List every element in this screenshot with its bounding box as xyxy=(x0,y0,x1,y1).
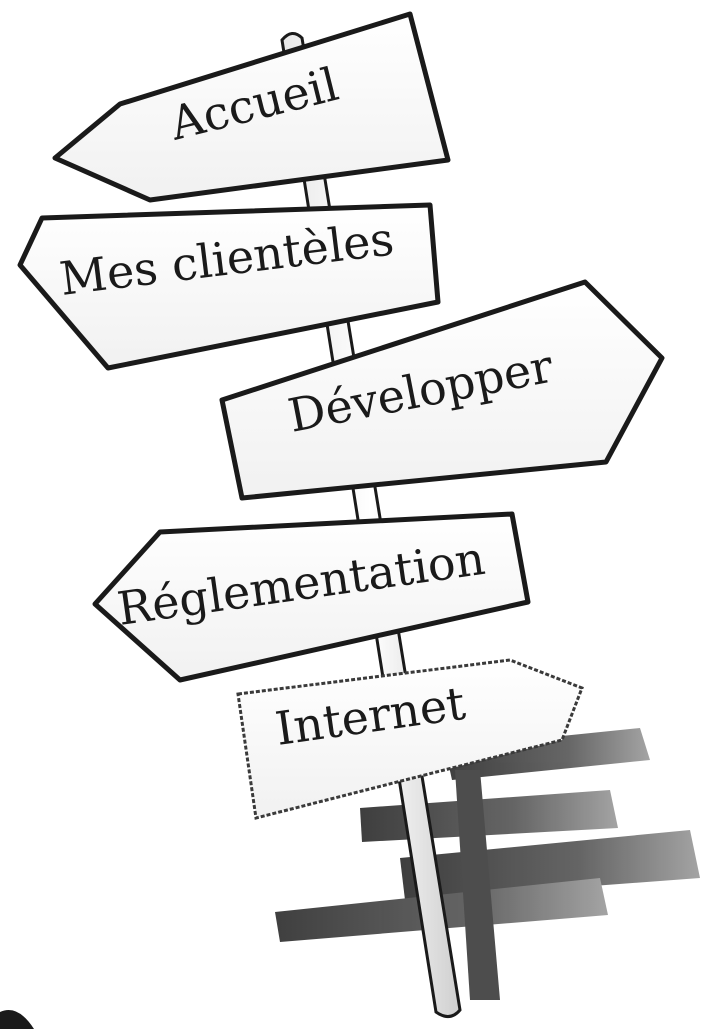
shadow-board-2 xyxy=(360,790,618,842)
sign-mes-clienteles[interactable]: Mes clientèles xyxy=(17,202,441,371)
sign-developper[interactable]: Développer xyxy=(219,279,665,501)
sign-accueil[interactable]: Accueil xyxy=(52,11,451,203)
shadow-pole xyxy=(455,770,500,1000)
sign-reglementation[interactable]: Réglementation xyxy=(92,511,531,683)
sign-internet-board xyxy=(236,658,584,820)
sign-developper-board xyxy=(219,279,665,501)
shadow-board-1 xyxy=(445,728,650,780)
sign-accueil-board xyxy=(52,11,451,203)
sign-internet[interactable]: Internet xyxy=(236,658,584,820)
sign-mes-clienteles-board xyxy=(17,202,441,371)
corner-fragment xyxy=(0,1010,34,1029)
sign-reglementation-board xyxy=(92,511,531,683)
